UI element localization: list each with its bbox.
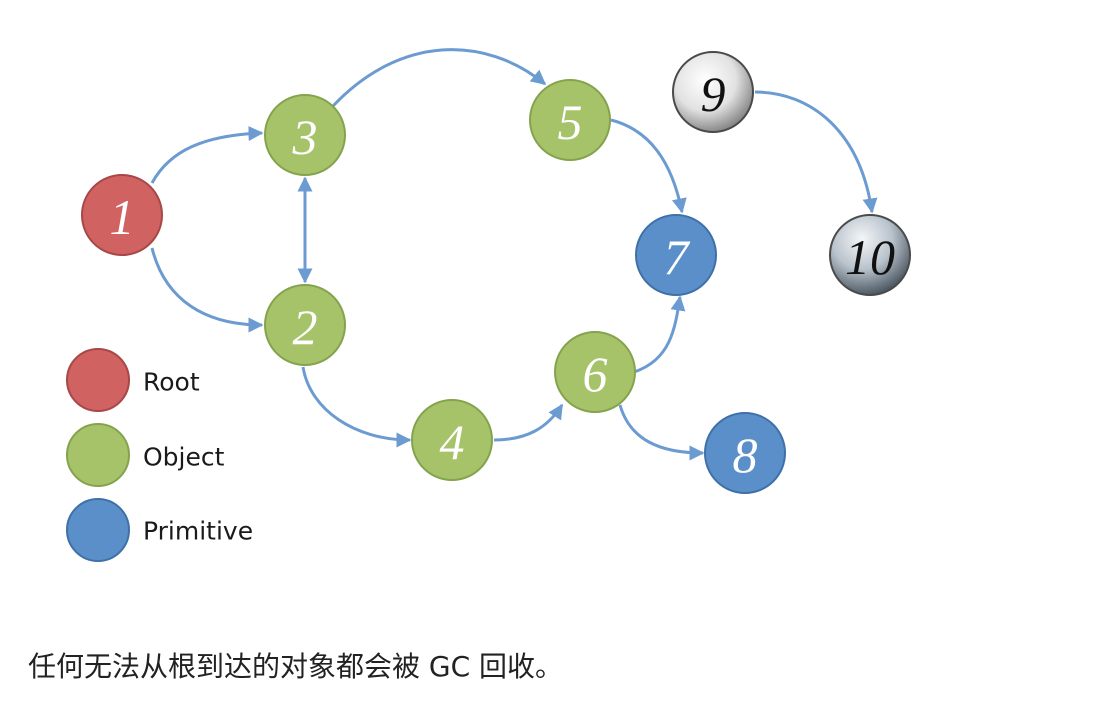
edge-6-8 (618, 404, 705, 461)
node-7-label: 7 (664, 229, 691, 285)
node-3-label: 3 (292, 109, 318, 165)
node-3-circle (264, 94, 346, 176)
node-8-circle (704, 412, 786, 494)
edge-5-7 (610, 118, 687, 214)
edge-1-3 (150, 125, 264, 184)
node-10-circle (829, 214, 911, 296)
legend-swatch-root (66, 348, 130, 412)
legend-item-primitive: Primitive (66, 498, 253, 562)
edge-9-10 (754, 90, 878, 214)
nodes-layer: 1 2 3 4 5 6 7 8 9 10 (81, 51, 911, 494)
edge-1-2 (150, 247, 264, 333)
node-2-circle (264, 284, 346, 366)
node-6-circle (554, 331, 636, 413)
edge-4-6 (493, 403, 564, 442)
node-1-circle (81, 174, 163, 256)
node-5-circle (529, 79, 611, 161)
node-5: 5 (529, 79, 611, 161)
node-9-label: 9 (701, 66, 726, 122)
node-1-label: 1 (110, 189, 135, 245)
node-10-label: 10 (845, 229, 895, 285)
node-6-label: 6 (583, 346, 608, 402)
node-2-label: 2 (293, 299, 318, 355)
node-9-circle (672, 51, 754, 133)
legend-label-object: Object (143, 443, 225, 472)
node-8-label: 8 (733, 427, 758, 483)
node-3: 3 (264, 94, 346, 176)
node-1: 1 (81, 174, 163, 256)
legend: Root Object Primitive (66, 348, 253, 562)
node-10: 10 (829, 214, 911, 296)
legend-label-root: Root (143, 368, 200, 397)
node-5-label: 5 (558, 94, 583, 150)
node-9: 9 (672, 51, 754, 133)
gc-reachability-diagram: 1 2 3 4 5 6 7 8 9 10 Root Object Primitive (66, 48, 911, 562)
legend-swatch-primitive (66, 498, 130, 562)
legend-item-object: Object (66, 423, 225, 487)
edge-6-7 (633, 295, 686, 374)
edge-2-4 (301, 366, 412, 448)
node-4: 4 (411, 399, 493, 481)
edges-layer (150, 48, 878, 461)
edge-3-5 (331, 48, 547, 108)
node-7-circle (635, 214, 717, 296)
legend-item-root: Root (66, 348, 200, 412)
node-7: 7 (635, 214, 717, 296)
legend-swatch-object (66, 423, 130, 487)
node-4-circle (411, 399, 493, 481)
node-4-label: 4 (440, 414, 465, 470)
node-2: 2 (264, 284, 346, 366)
node-8: 8 (704, 412, 786, 494)
node-6: 6 (554, 331, 636, 413)
legend-label-primitive: Primitive (143, 517, 253, 546)
caption: 任何无法从根到达的对象都会被 GC 回收。 (28, 650, 564, 683)
